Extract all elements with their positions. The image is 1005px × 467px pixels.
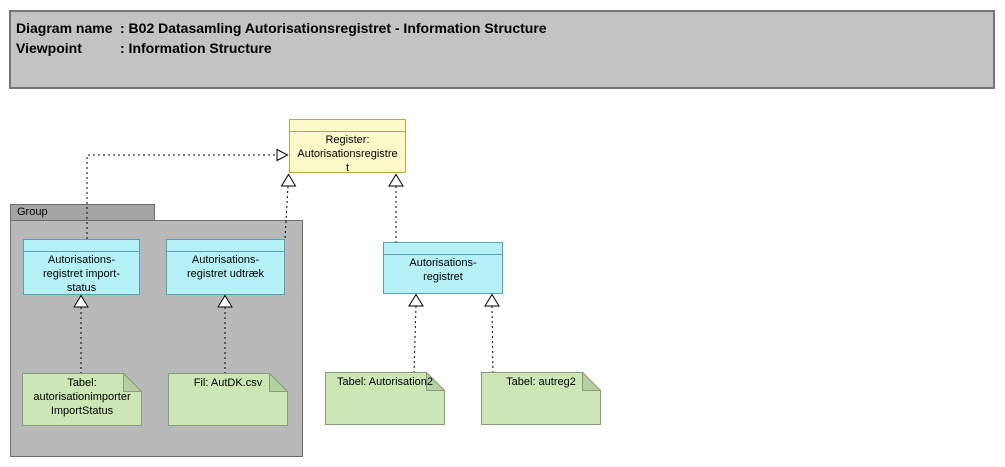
viewpoint-value: : Information Structure (120, 40, 272, 56)
note-tabel-autorisationimporter-importstatus: Tabel: autorisationimporter ImportStatus (22, 373, 142, 426)
dashed-line (413, 305, 417, 373)
object-label: Autorisations- registret import- status (24, 252, 139, 295)
object-autorisationsregistret-importstatus: Autorisations- registret import- status (23, 239, 140, 295)
object-autorisationsregistret: Autorisations- registret (383, 242, 503, 294)
label-line: Fil: AutDK.csv (193, 377, 263, 389)
note-label: Tabel: autreg2 (481, 372, 601, 389)
note-shape (22, 373, 142, 426)
label-line: Autorisations- (47, 254, 116, 266)
hollow-arrowhead-up-icon (484, 293, 500, 307)
label-line: Register: (325, 134, 370, 146)
connector-autorisation2-to-autorisationsregistret (408, 293, 424, 373)
hollow-arrowhead-up-icon (408, 293, 424, 307)
connector-autorisationsregistret-to-register (388, 173, 404, 242)
note-label: Fil: AutDK.csv (168, 373, 288, 390)
note-shape (168, 373, 288, 426)
object-label: Register: Autorisationsregistre t (290, 132, 405, 175)
note-shape (481, 372, 601, 425)
label-line: Tabel: (67, 377, 97, 389)
note-label: Tabel: Autorisation2 (325, 372, 445, 389)
connector-autreg2-to-autorisationsregistret (484, 293, 500, 373)
object-label: Autorisations- registret (384, 255, 502, 284)
label-line: Autorisationsregistre (297, 148, 398, 160)
diagram-name-label: Diagram name (16, 20, 113, 36)
object-autorisationsregistret-udtraek: Autorisations- registret udtræk (166, 239, 285, 295)
label-line: registret import- (42, 268, 121, 280)
note-body (325, 372, 445, 425)
hollow-arrowhead-right-icon (276, 148, 289, 162)
folded-corner (426, 372, 445, 391)
label-line: Tabel: autreg2 (506, 376, 576, 388)
label-line: Tabel: Autorisation2 (336, 376, 433, 388)
label-line: Autorisations- (409, 257, 477, 269)
diagram-title-bar: Diagram name : B02 Datasamling Autorisat… (9, 10, 995, 89)
folded-corner (123, 373, 142, 392)
object-header-strip (24, 240, 139, 252)
object-register-autorisationsregistret: Register: Autorisationsregistre t (289, 119, 406, 175)
hollow-arrowhead-up-icon (388, 173, 404, 187)
label-line: registret (423, 271, 463, 283)
note-label: Tabel: autorisationimporter ImportStatus (22, 373, 142, 418)
note-body (22, 373, 142, 426)
dashed-line (491, 305, 494, 373)
note-tabel-autreg2: Tabel: autreg2 (481, 372, 601, 425)
label-line: Autorisations- (191, 254, 260, 266)
note-body (481, 372, 601, 425)
viewpoint-row: Viewpoint : Information Structure (16, 38, 985, 58)
label-line: t (345, 162, 350, 174)
hollow-arrowhead-up-icon (280, 173, 297, 187)
viewpoint-label: Viewpoint (16, 40, 82, 56)
object-header-strip (384, 243, 502, 255)
diagram-name-value: : B02 Datasamling Autorisationsregistret… (120, 20, 547, 36)
label-line: registret udtræk (186, 268, 265, 280)
object-header-strip (167, 240, 284, 252)
label-line: status (66, 282, 97, 294)
note-fil-autdk-csv: Fil: AutDK.csv (168, 373, 288, 426)
object-label: Autorisations- registret udtræk (167, 252, 284, 281)
object-header-strip (290, 120, 405, 132)
group-label: Group (17, 206, 48, 218)
diagram-name-row: Diagram name : B02 Datasamling Autorisat… (16, 18, 985, 38)
note-shape (325, 372, 445, 425)
folded-corner (269, 373, 288, 392)
label-line: ImportStatus (50, 405, 114, 417)
label-line: autorisationimporter (33, 391, 131, 403)
note-body (168, 373, 288, 426)
group-tab: Group (10, 204, 155, 221)
note-tabel-autorisation2: Tabel: Autorisation2 (325, 372, 445, 425)
folded-corner (582, 372, 601, 391)
